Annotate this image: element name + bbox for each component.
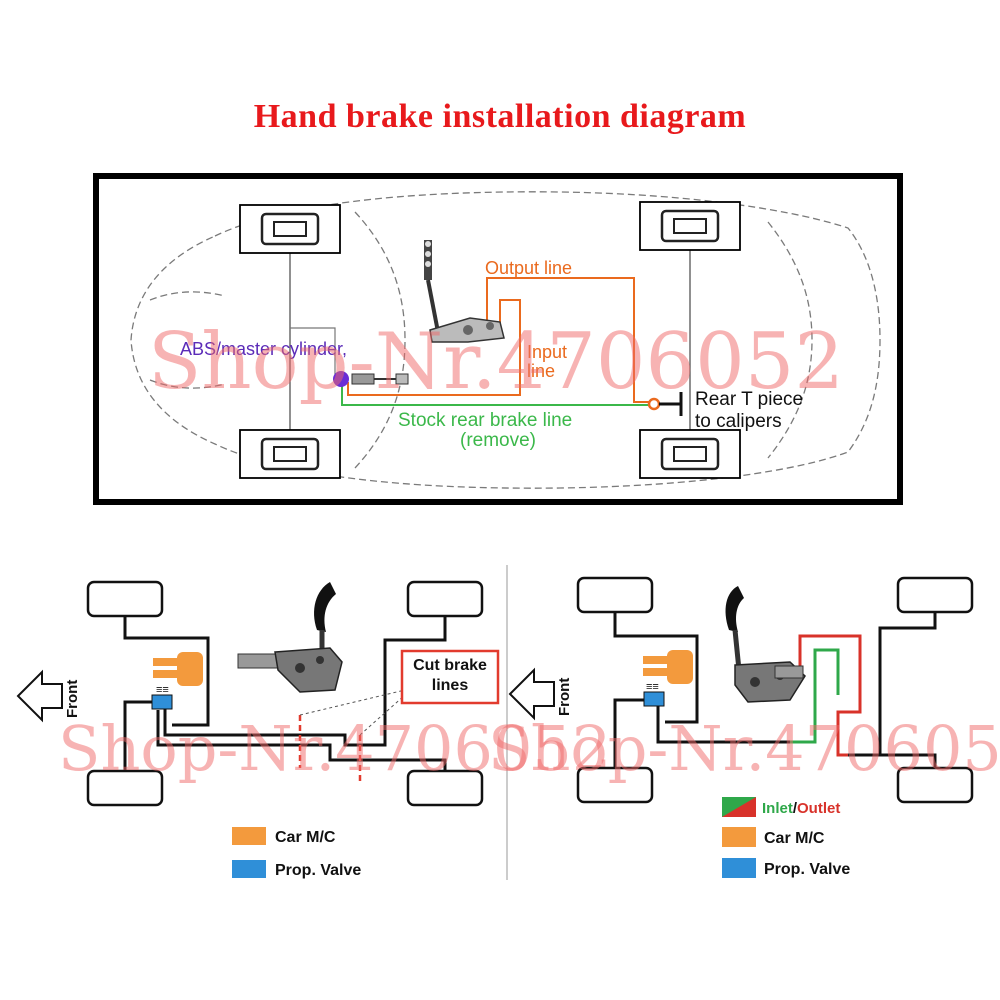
br-legend-mc-swatch [722,827,756,847]
br-legend-mc-label: Car M/C [764,830,825,847]
input-line [347,299,521,396]
rear-t-label-1: Rear T piece [695,389,803,410]
stock-line-label-2: (remove) [460,430,536,451]
wheel-rear-left [639,201,741,251]
bl-cut-leader-2 [359,694,406,736]
br-outlet-line [798,634,862,757]
master-feed-line [290,327,336,375]
bl-rear-line-bottom [156,710,447,771]
output-line-label: Output line [485,258,572,278]
br-prop-valve [643,691,665,707]
bl-legend-valve-swatch [232,860,266,878]
bottom-right-diagram: ≡≡ Front Inlet/Outlet Car M/C Prop. Valv… [488,576,1000,878]
bl-prop-valve [151,694,173,710]
br-hand-brake [725,586,806,703]
watermark-bottom-right: Shop-Nr.4706052 [488,712,1000,785]
wheel-rear-right [639,429,741,479]
bl-cut-label-1: Cut brake [413,657,487,674]
bottom-left-diagram: Cut brake lines ≡≡ Front Car M/C Prop. [16,580,611,879]
bl-front-label: Front [64,680,81,718]
br-legend-valve-label: Prop. Valve [764,861,850,878]
bl-front-arrow [16,669,63,723]
stock-rear-brake-line [341,382,650,406]
br-front-arrow [508,667,555,721]
input-line-label-2: line [527,361,555,381]
br-rear-line-bottom [848,753,937,768]
br-wheel-front-top [576,576,654,614]
bl-cut-box [400,649,500,705]
bl-front-line-bottom [123,700,155,771]
br-legend-outlet: Outlet [797,800,840,817]
rear-t-piece [647,392,683,416]
bl-hand-brake [237,582,343,693]
bl-rear-line-top [163,616,447,747]
bl-legend-mc-label: Car M/C [275,829,336,846]
page-title: Hand brake installation diagram [253,98,747,135]
br-front-line-top [613,612,699,724]
stock-line-label-1: Stock rear brake line [398,410,572,431]
bl-wheel-rear-top [406,580,484,618]
watermark-top: Shop-Nr.4706052 [148,317,844,407]
watermark-bottom-left: Shop-Nr.4706052 [58,712,611,785]
hand-brake-lever [424,240,505,343]
rear-t-label-2: to calipers [695,411,782,432]
br-legend-inlet-outlet-swatch [722,797,756,817]
car-outline [130,191,881,489]
bl-wheel-front-top [86,580,164,618]
input-line-label-1: Input [527,342,567,362]
br-master-cylinder: ≡≡ [643,650,693,693]
br-front-line-bottom [613,698,645,768]
br-legend-inlet-outlet-label: Inlet/Outlet [762,800,840,817]
svg-text:≡≡: ≡≡ [646,681,659,693]
bl-cut-label-2: lines [432,677,469,694]
bl-front-line-top [123,616,210,727]
br-legend-valve-swatch [722,858,756,878]
br-inlet-line [790,648,840,744]
wheel-front-left [239,204,341,254]
br-wheel-rear-top [896,576,974,614]
br-legend-inlet: Inlet [762,800,793,817]
abs-master-label: ABS/master cylinder, [180,339,347,359]
svg-text:≡≡: ≡≡ [156,684,169,696]
br-feed-line [656,705,790,744]
master-cylinder [333,371,409,387]
top-diagram: Output line Input line ABS/master cylind… [93,173,903,505]
br-legend-slash: / [793,800,798,817]
wheel-front-right [239,429,341,479]
bl-legend-valve-label: Prop. Valve [275,862,361,879]
bl-master-cylinder: ≡≡ [153,652,203,696]
output-line [486,277,650,403]
bl-legend-mc-swatch [232,827,266,845]
br-front-label: Front [556,678,573,716]
